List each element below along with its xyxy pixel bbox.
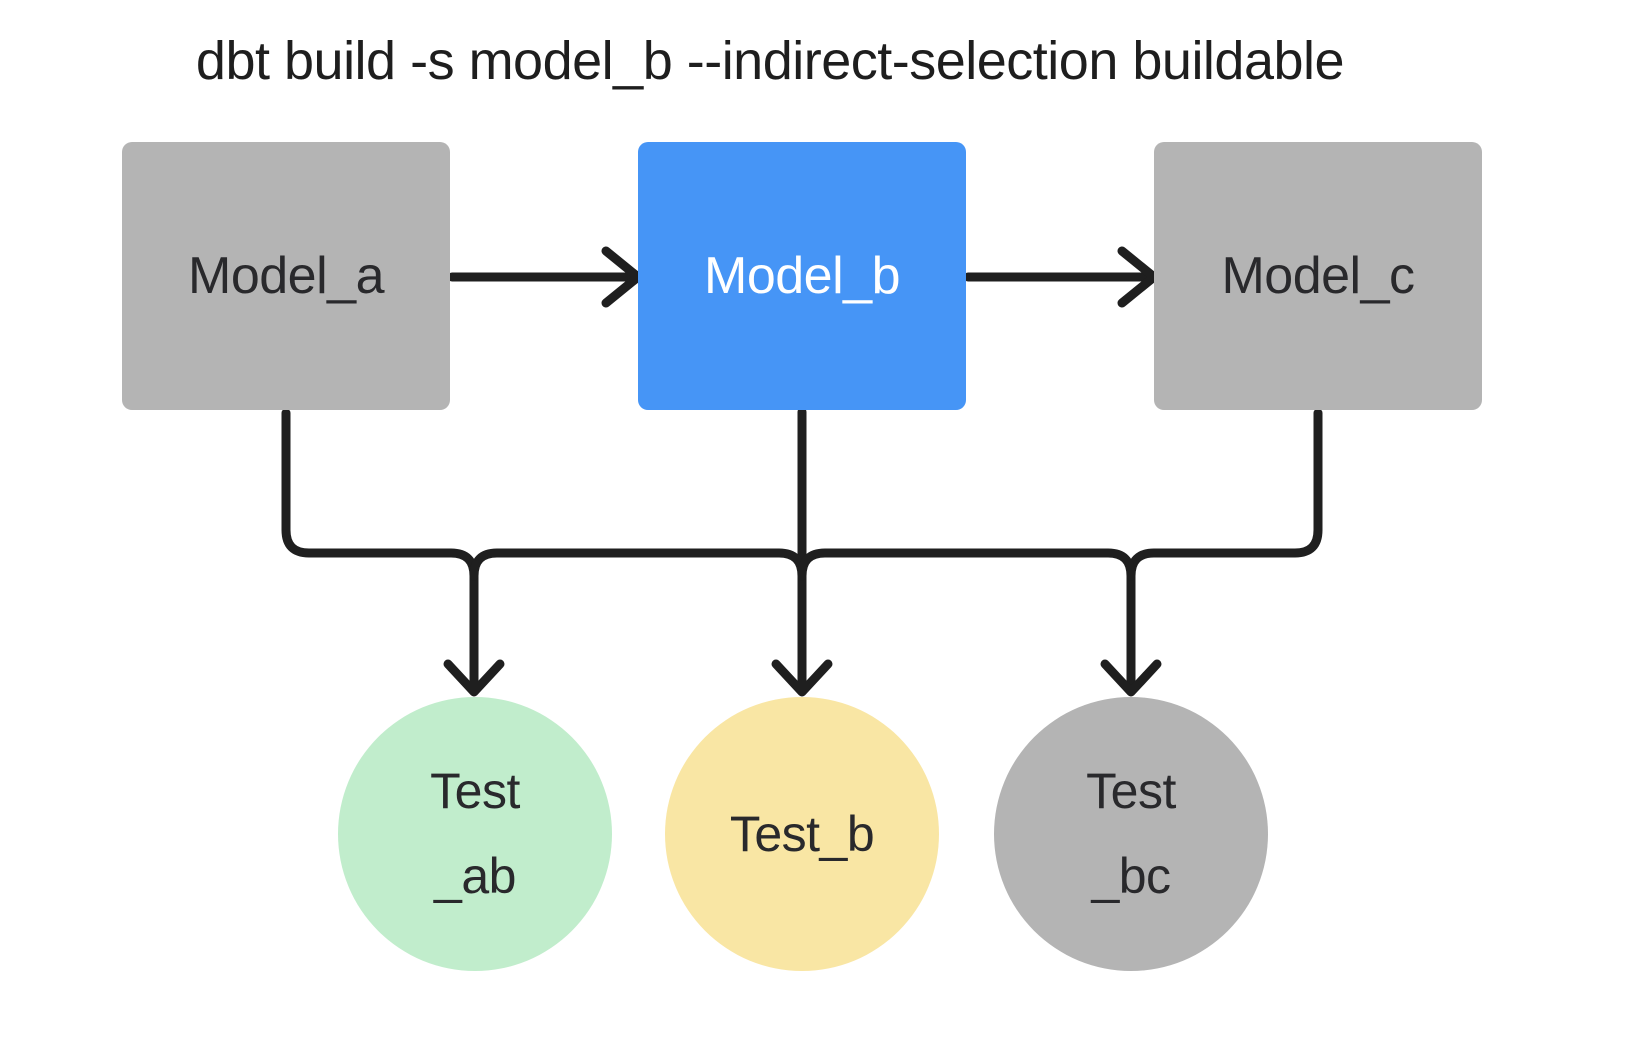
node-model-a-label: Model_a — [188, 247, 384, 305]
edge-test-b-arrowhead — [771, 659, 833, 697]
node-model-c-label: Model_c — [1221, 247, 1415, 305]
edge-test-ab-arrowhead — [443, 659, 505, 697]
edge-model-c-to-test-bc-line — [1126, 408, 1323, 693]
node-model-b-label: Model_b — [704, 247, 900, 305]
edge-bus-test-ab-to-model-b — [469, 548, 807, 581]
node-model-c: Model_c — [1154, 142, 1482, 410]
edge-model-a-to-test-ab-line — [281, 408, 479, 693]
node-test-ab-label-line1: Test — [430, 763, 520, 819]
node-test-bc: Test _bc — [994, 697, 1268, 971]
node-test-bc-label-line2: _bc — [1091, 848, 1171, 904]
node-model-a: Model_a — [122, 142, 450, 410]
diagram-title: dbt build -s model_b --indirect-selectio… — [195, 31, 1345, 91]
node-model-b: Model_b — [638, 142, 966, 410]
node-test-b-label-line1: Test_b — [729, 805, 875, 862]
node-test-ab: Test _ab — [338, 697, 612, 971]
edge-test-bc-arrowhead — [1100, 659, 1162, 697]
node-test-bc-label-line1: Test — [1086, 763, 1176, 819]
edge-bus-model-b-to-test-bc — [797, 548, 1136, 581]
node-test-ab-label-line2: _ab — [434, 848, 516, 904]
node-test-b: Test_b — [665, 697, 939, 971]
